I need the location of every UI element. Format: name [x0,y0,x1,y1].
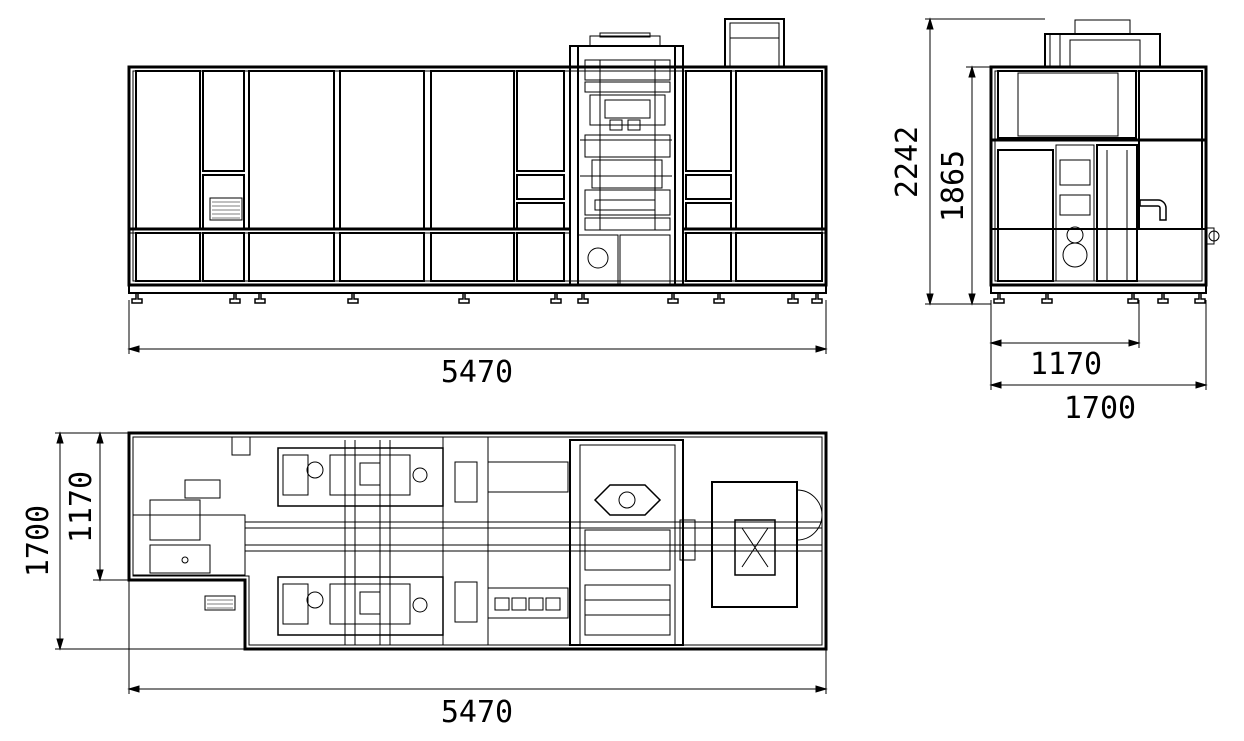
front-length-label: 5470 [441,355,513,390]
top-width-dimensions [55,431,245,651]
top-length-label: 5470 [441,695,513,730]
side-height-frame-label: 1865 [936,150,971,222]
side-width-inner-label: 1170 [1030,347,1102,382]
front-center-mechanism [569,32,684,286]
vent-hatch [212,201,240,219]
front-view: 5470 [127,18,828,390]
top-width-total-label: 1700 [21,505,56,577]
vent-grille [209,197,243,221]
top-vent-grille [204,595,236,611]
side-view: 2242 1865 1170 1700 [890,17,1220,426]
front-length-dimension [127,300,828,354]
side-feet [993,293,1206,304]
side-width-dimensions [989,300,1208,390]
top-width-inner-label: 1170 [64,471,99,543]
front-feet [131,293,823,304]
side-width-total-label: 1700 [1064,391,1136,426]
top-length-dimension [127,580,828,694]
side-height-total-label: 2242 [890,126,925,198]
top-view: 1700 1170 5470 [21,431,828,730]
side-height-dimensions [925,17,1045,306]
